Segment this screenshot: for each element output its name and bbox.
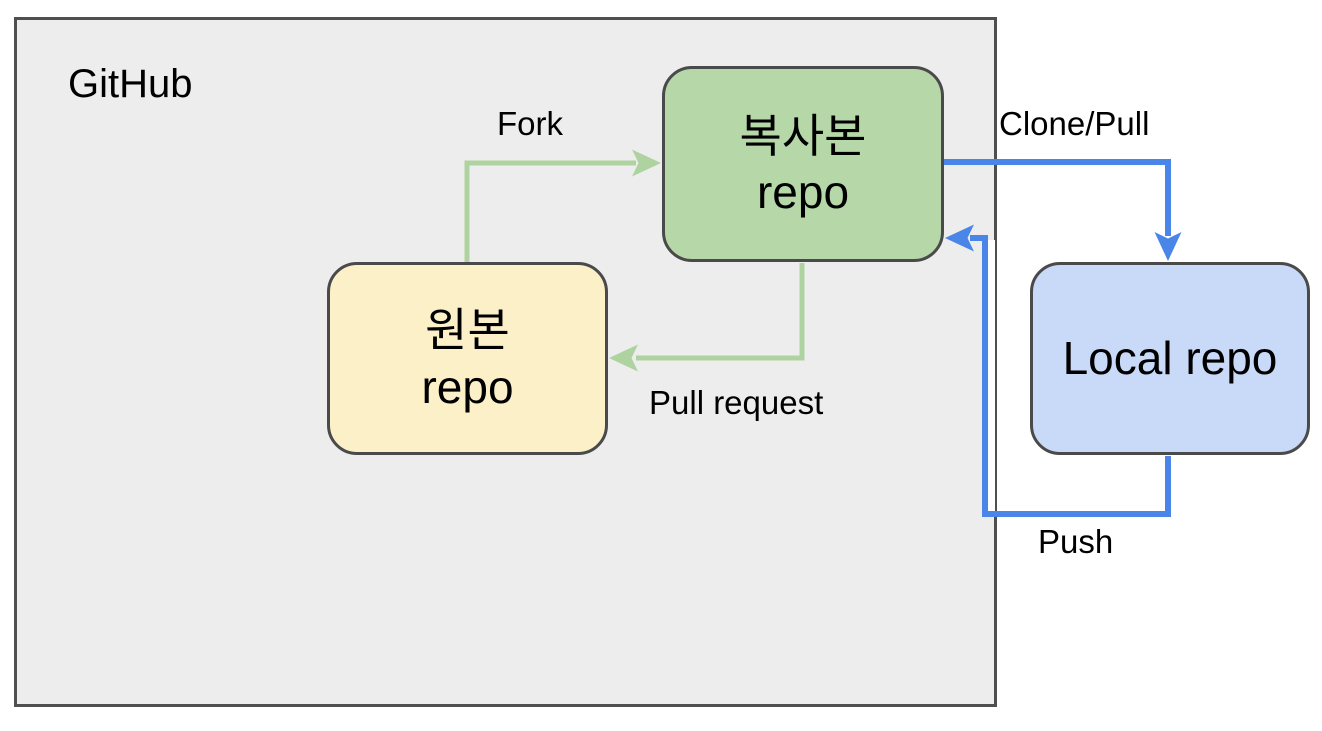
node-copy-repo-line2: repo [756,166,850,218]
pull-request-label: Pull request [649,384,824,421]
push-label: Push [1038,523,1114,560]
clone-pull-label: Clone/Pull [999,105,1150,142]
fork-label: Fork [497,105,563,142]
node-copy-repo: 복사본 repo [662,66,944,262]
node-local-repo: Local repo [1030,262,1310,455]
node-original-repo-line1: 원본 [425,304,510,357]
pull-request-arrow [609,263,805,372]
node-copy-repo-line1: 복사본 [739,109,867,162]
node-original-repo-line2: repo [421,360,514,413]
clone-pull-arrow [944,159,1182,261]
push-arrow [945,224,1171,517]
node-original-repo: 원본 repo [327,262,608,455]
github-container-label: GitHub [68,62,193,106]
node-local-repo-label: Local repo [1062,332,1278,385]
fork-arrow [464,149,661,262]
push-line-halo [988,240,995,512]
